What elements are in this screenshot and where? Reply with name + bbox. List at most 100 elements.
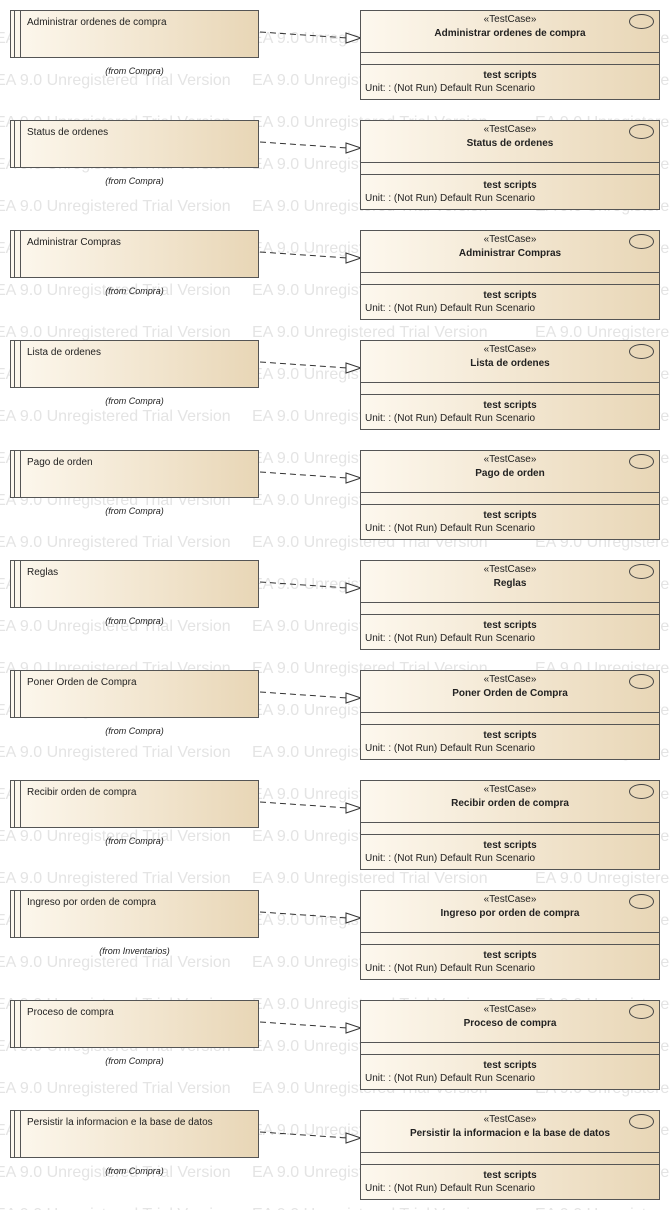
use-case-box[interactable]: Pago de orden <box>10 450 259 498</box>
test-case-stereotype: «TestCase» <box>483 344 537 355</box>
compartment-divider <box>361 492 659 493</box>
realization-connector[interactable] <box>259 1018 363 1038</box>
test-unit-status: Unit: : (Not Run) Default Run Scenario <box>365 633 536 644</box>
use-case-bar <box>20 231 21 277</box>
use-case-box[interactable]: Lista de ordenes <box>10 340 259 388</box>
test-case-stereotype: «TestCase» <box>483 1004 537 1015</box>
use-case-package: (from Compra) <box>105 176 164 186</box>
test-case-ellipse-icon <box>629 1004 654 1019</box>
realization-connector[interactable] <box>259 358 363 378</box>
test-case-ellipse-icon <box>629 14 654 29</box>
connector-arrowhead <box>345 692 363 704</box>
compartment-divider <box>361 944 659 945</box>
test-unit-status: Unit: : (Not Run) Default Run Scenario <box>365 1183 536 1194</box>
connector-arrowhead <box>345 1022 363 1034</box>
diagram-row: Lista de ordenes (from Compra) «TestCase»L… <box>0 330 670 440</box>
use-case-bar <box>14 671 15 717</box>
connector-arrowhead <box>345 802 363 814</box>
test-case-box[interactable]: «TestCase»Persistir la informacion e la … <box>360 1110 660 1200</box>
use-case-box[interactable]: Persistir la informacion e la base de da… <box>10 1110 259 1158</box>
use-case-bar <box>14 231 15 277</box>
use-case-bar <box>20 1111 21 1157</box>
compartment-divider <box>361 1152 659 1153</box>
use-case-box[interactable]: Reglas <box>10 560 259 608</box>
test-unit-status: Unit: : (Not Run) Default Run Scenario <box>365 853 536 864</box>
use-case-package: (from Compra) <box>105 1056 164 1066</box>
test-case-stereotype: «TestCase» <box>483 1114 537 1125</box>
realization-connector[interactable] <box>259 798 363 818</box>
use-case-name: Reglas <box>27 567 59 578</box>
compartment-divider <box>361 272 659 273</box>
use-case-box[interactable]: Status de ordenes <box>10 120 259 168</box>
use-case-box[interactable]: Administrar ordenes de compra <box>10 10 259 58</box>
realization-connector[interactable] <box>259 1128 363 1148</box>
realization-connector[interactable] <box>259 248 363 268</box>
test-scripts-label: test scripts <box>483 620 537 631</box>
compartment-divider <box>361 504 659 505</box>
test-case-ellipse-icon <box>629 1114 654 1129</box>
test-scripts-label: test scripts <box>483 400 537 411</box>
connector-arrowhead <box>345 362 363 374</box>
use-case-box[interactable]: Poner Orden de Compra <box>10 670 259 718</box>
compartment-divider <box>361 1042 659 1043</box>
test-case-stereotype: «TestCase» <box>483 674 537 685</box>
diagram-row: Administrar Compras (from Compra) «TestCas… <box>0 220 670 330</box>
use-case-bar <box>20 451 21 497</box>
test-case-ellipse-icon <box>629 564 654 579</box>
test-case-stereotype: «TestCase» <box>483 124 537 135</box>
compartment-divider <box>361 712 659 713</box>
test-unit-status: Unit: : (Not Run) Default Run Scenario <box>365 963 536 974</box>
connector-arrowhead <box>345 582 363 594</box>
realization-connector[interactable] <box>259 468 363 488</box>
test-scripts-label: test scripts <box>483 1170 537 1181</box>
test-scripts-label: test scripts <box>483 510 537 521</box>
use-case-package: (from Compra) <box>105 286 164 296</box>
use-case-bar <box>20 341 21 387</box>
test-case-stereotype: «TestCase» <box>483 894 537 905</box>
connector-arrowhead <box>345 1132 363 1144</box>
test-case-ellipse-icon <box>629 454 654 469</box>
realization-connector[interactable] <box>259 688 363 708</box>
compartment-divider <box>361 1054 659 1055</box>
test-unit-status: Unit: : (Not Run) Default Run Scenario <box>365 413 536 424</box>
diagram-row: Pago de orden(from Compra)«TestCase»Pago… <box>0 440 670 550</box>
use-case-bar <box>14 891 15 937</box>
compartment-divider <box>361 1164 659 1165</box>
use-case-box[interactable]: Proceso de compra <box>10 1000 259 1048</box>
use-case-bar <box>20 671 21 717</box>
realization-connector[interactable] <box>259 908 363 928</box>
use-case-bar <box>14 1001 15 1047</box>
test-scripts-label: test scripts <box>483 730 537 741</box>
test-case-ellipse-icon <box>629 894 654 909</box>
test-unit-status: Unit: : (Not Run) Default Run Scenario <box>365 83 536 94</box>
realization-connector[interactable] <box>259 28 363 48</box>
connector-arrowhead <box>345 32 363 44</box>
realization-connector[interactable] <box>259 138 363 158</box>
test-case-name: Administrar Compras <box>458 248 562 259</box>
compartment-divider <box>361 834 659 835</box>
diagram-row: Persistir la informacion e la base de da… <box>0 1100 670 1210</box>
realization-connector[interactable] <box>259 578 363 598</box>
use-case-name: Recibir orden de compra <box>27 787 137 798</box>
use-case-box[interactable]: Recibir orden de compra <box>10 780 259 828</box>
use-case-box[interactable]: Ingreso por orden de compra <box>10 890 259 938</box>
use-case-package: (from Compra) <box>105 396 164 406</box>
use-case-box[interactable]: Administrar Compras <box>10 230 259 278</box>
compartment-divider <box>361 382 659 383</box>
use-case-bar <box>20 781 21 827</box>
test-unit-status: Unit: : (Not Run) Default Run Scenario <box>365 303 536 314</box>
test-case-stereotype: «TestCase» <box>483 564 537 575</box>
connector-arrowhead <box>345 142 363 154</box>
test-case-ellipse-icon <box>629 234 654 249</box>
compartment-divider <box>361 822 659 823</box>
